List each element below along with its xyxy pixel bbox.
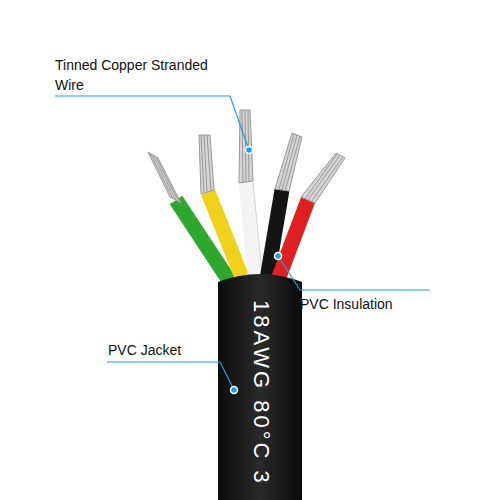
white-strands — [239, 110, 253, 183]
green-strands — [148, 152, 181, 203]
pvc-jacket — [218, 274, 302, 500]
leader-dot — [246, 147, 253, 154]
leader-lines — [55, 96, 430, 390]
part-label: Tinned Copper Stranded Wire — [55, 55, 220, 95]
red-strands — [301, 153, 345, 203]
cable-marking: 18AWG 80°C 3 — [249, 300, 273, 486]
part-label: PVC Jacket — [108, 340, 228, 360]
leader-line — [107, 362, 234, 390]
leader-line — [55, 96, 249, 150]
yellow-strands — [199, 135, 214, 194]
leader-dot — [231, 387, 238, 394]
wire-cores — [176, 182, 308, 285]
strands — [148, 110, 345, 203]
red-core — [276, 200, 308, 285]
leader-dot — [275, 253, 282, 260]
part-label: PVC Insulation — [300, 294, 450, 314]
yellow-core — [208, 192, 245, 285]
black-strands — [275, 133, 302, 191]
leader-line — [278, 256, 430, 290]
